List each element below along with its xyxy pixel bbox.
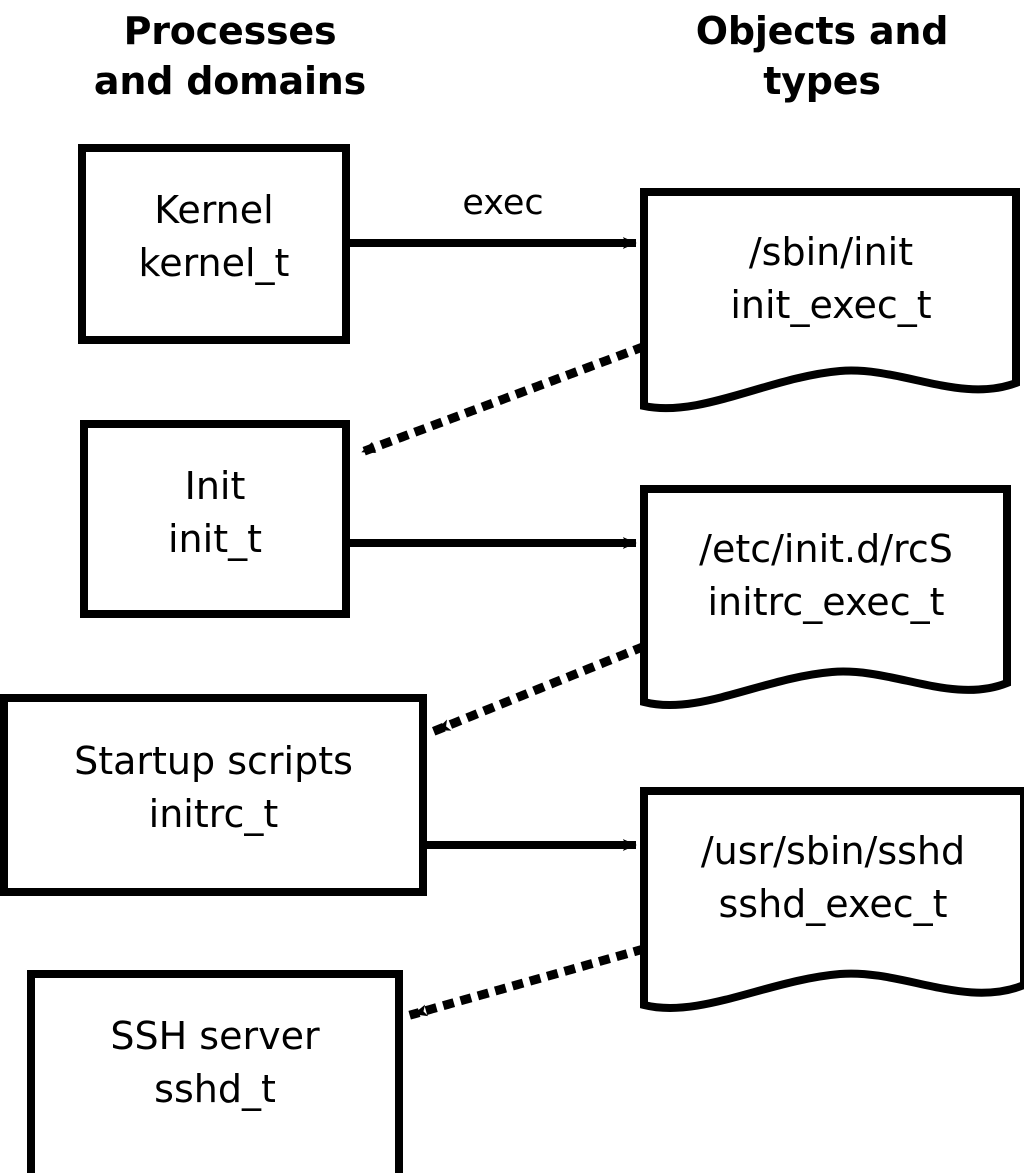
edge-label-exec: exec <box>462 183 544 223</box>
node-box-init[interactable] <box>80 420 350 618</box>
column-header-objects: Objects and types <box>695 9 949 103</box>
node-label-init: Init init_t <box>168 464 262 561</box>
node-box-kernel[interactable] <box>78 144 350 344</box>
edge-initrc-exec-to-initrc[interactable] <box>431 642 646 736</box>
node-box-initrc[interactable] <box>0 694 427 896</box>
column-header-processes: Processes and domains <box>93 9 367 103</box>
node-label-initrc-exec: /etc/init.d/rcS initrc_exec_t <box>699 527 953 624</box>
node-label-sshd-exec: /usr/sbin/sshd sshd_exec_t <box>700 829 966 926</box>
edge-init-exec-to-init[interactable] <box>356 342 646 458</box>
node-box-sshd[interactable] <box>27 970 403 1173</box>
node-label-sshd: SSH server sshd_t <box>110 1014 320 1111</box>
node-doc-sshd-exec[interactable] <box>640 787 1024 1012</box>
node-doc-init-exec[interactable] <box>640 188 1020 413</box>
node-label-kernel: Kernel kernel_t <box>138 188 290 285</box>
node-label-init-exec: /sbin/init init_exec_t <box>730 230 932 327</box>
node-label-initrc: Startup scripts initrc_t <box>74 739 353 836</box>
edge-sshd-exec-to-sshd[interactable] <box>408 944 646 1020</box>
node-doc-initrc-exec[interactable] <box>640 485 1011 710</box>
